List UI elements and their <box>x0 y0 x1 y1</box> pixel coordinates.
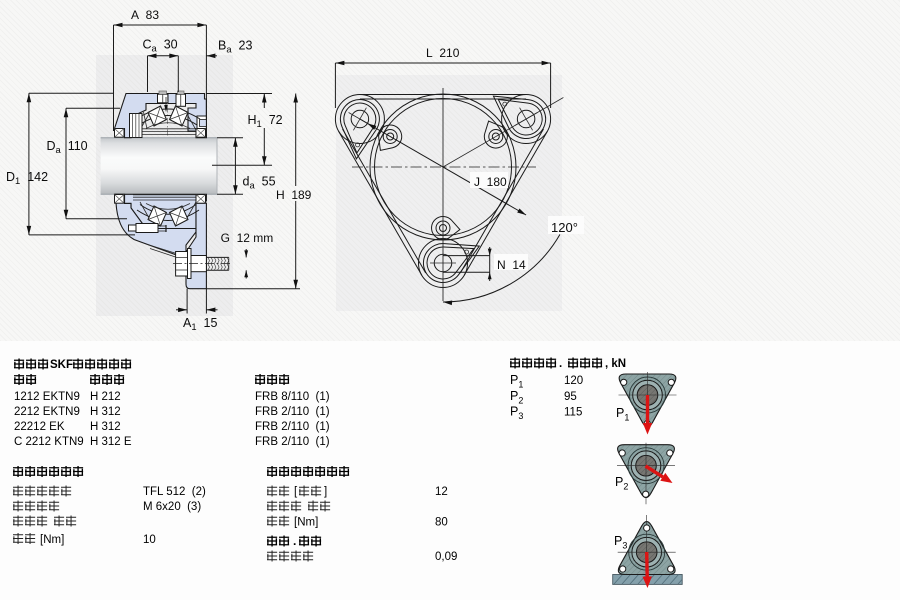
svg-text:[Nm]: [Nm] <box>40 534 64 546</box>
svg-text:FRB 2/110 (1): FRB 2/110 (1) <box>255 406 330 418</box>
svg-text:A1 15: A1 15 <box>183 316 217 332</box>
svg-text:Da 110: Da 110 <box>47 139 88 155</box>
svg-text:N 14: N 14 <box>497 258 526 272</box>
svg-text:H 312 E: H 312 E <box>90 436 132 448</box>
svg-text:H 312: H 312 <box>90 406 121 418</box>
svg-text:A 83: A 83 <box>131 8 159 22</box>
svg-text:[Nm]: [Nm] <box>294 517 318 529</box>
svg-text:95: 95 <box>564 391 577 403</box>
svg-text:D1 142: D1 142 <box>6 170 48 186</box>
svg-text:G 12 mm: G 12 mm <box>221 231 274 245</box>
svg-text:0,09: 0,09 <box>435 551 457 563</box>
svg-text:M 6x20 (3): M 6x20 (3) <box>143 501 201 513</box>
svg-text:SKF: SKF <box>50 359 73 371</box>
svg-text:12: 12 <box>435 486 448 498</box>
svg-text:[: [ <box>294 486 298 498</box>
svg-text:FRB 2/110 (1): FRB 2/110 (1) <box>255 421 330 433</box>
svg-text:Ba 23: Ba 23 <box>218 39 252 55</box>
svg-text:H 189: H 189 <box>276 188 312 202</box>
svg-text:H 212: H 212 <box>90 391 121 403</box>
svg-text:80: 80 <box>435 517 448 529</box>
svg-text:L 210: L 210 <box>426 46 460 60</box>
svg-text:22212 EK: 22212 EK <box>14 421 65 433</box>
svg-text:C 2212 KTN9: C 2212 KTN9 <box>14 436 84 448</box>
svg-text:120: 120 <box>564 375 583 387</box>
svg-text:FRB 2/110 (1): FRB 2/110 (1) <box>255 436 330 448</box>
svg-text:10: 10 <box>143 534 156 546</box>
svg-text:H 312: H 312 <box>90 421 121 433</box>
svg-text:Ca 30: Ca 30 <box>143 38 178 54</box>
svg-text:J 180: J 180 <box>474 175 507 189</box>
svg-text:FRB 8/110 (1): FRB 8/110 (1) <box>255 391 330 403</box>
svg-text:120°: 120° <box>551 220 578 235</box>
svg-text:, kN: , kN <box>605 358 626 370</box>
svg-text:.: . <box>559 358 562 370</box>
svg-text:1212 EKTN9: 1212 EKTN9 <box>14 391 80 403</box>
svg-text:H1 72: H1 72 <box>248 113 283 129</box>
svg-text:]: ] <box>324 486 327 498</box>
svg-text:da 55: da 55 <box>243 175 276 191</box>
svg-text:TFL 512 (2): TFL 512 (2) <box>143 486 206 498</box>
svg-text:.: . <box>293 534 296 548</box>
svg-text:2212 EKTN9: 2212 EKTN9 <box>14 406 80 418</box>
svg-text:115: 115 <box>564 407 582 419</box>
